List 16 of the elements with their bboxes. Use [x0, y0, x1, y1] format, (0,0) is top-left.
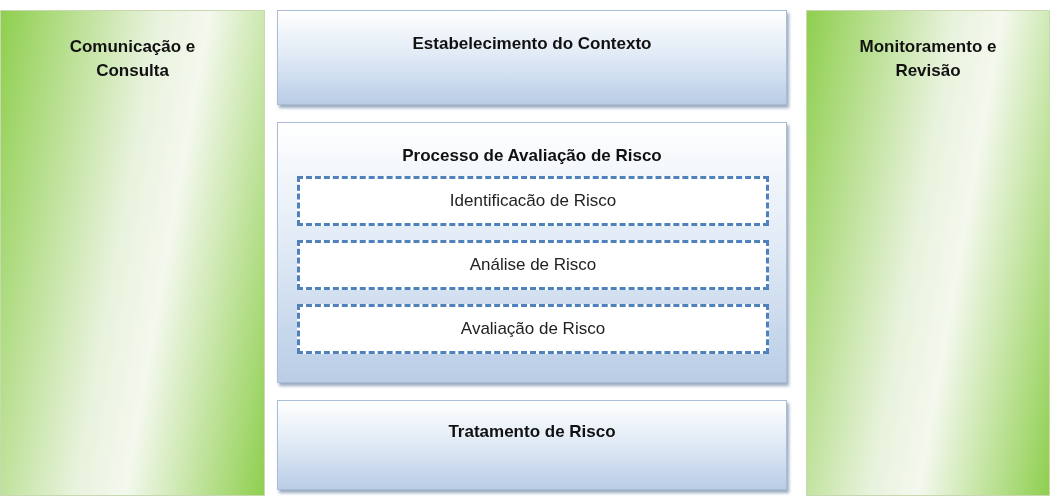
- side-panel: [0, 10, 265, 496]
- step-box: [297, 304, 769, 354]
- side-panel: [806, 10, 1050, 496]
- node-label: Comunicação e Consulta: [68, 36, 197, 82]
- node-label: Análise de Risco: [469, 254, 597, 277]
- step-box: [297, 176, 769, 226]
- node-label: Estabelecimento do Contexto: [412, 33, 652, 55]
- node-label: Tratamento de Risco: [448, 421, 616, 443]
- process-box: [277, 400, 787, 490]
- step-box: [297, 240, 769, 290]
- process-box: [277, 122, 787, 383]
- node-label: Avaliação de Risco: [460, 318, 606, 341]
- node-label: Identificacão de Risco: [449, 190, 617, 213]
- process-box: [277, 10, 787, 105]
- node-label: Monitoramento e Revisão: [858, 36, 998, 82]
- node-label: Processo de Avaliação de Risco: [402, 145, 662, 167]
